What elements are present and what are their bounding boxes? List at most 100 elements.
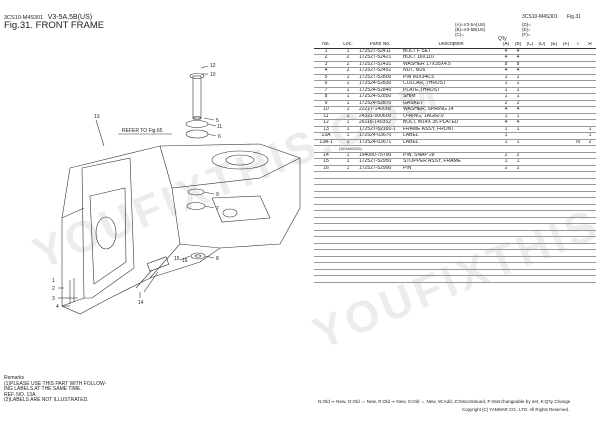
table-cell xyxy=(560,197,572,205)
table-cell xyxy=(512,243,524,250)
table-cell: 172527-52451 xyxy=(358,67,402,75)
table-cell: (3CM4S310) xyxy=(338,145,362,153)
table-cell: 1 xyxy=(338,158,358,166)
table-cell: 1 xyxy=(338,48,358,55)
table-cell xyxy=(338,269,358,276)
table-cell xyxy=(560,236,572,244)
col-qty-c: (C) xyxy=(524,42,536,49)
callout-9: 9 xyxy=(216,192,219,198)
table-cell xyxy=(548,139,560,146)
table-cell xyxy=(548,80,560,88)
table-cell: 1 xyxy=(338,80,358,88)
table-cell xyxy=(536,93,548,101)
table-cell: 4 xyxy=(512,67,524,75)
o-ring xyxy=(185,120,209,128)
table-row-empty xyxy=(314,171,596,179)
table-cell xyxy=(500,236,512,244)
table-cell xyxy=(584,152,596,159)
washer-16 xyxy=(190,252,206,260)
table-cell xyxy=(560,93,572,101)
table-cell: 26116-140352 xyxy=(358,119,402,127)
table-cell xyxy=(536,126,548,133)
table-cell xyxy=(536,217,548,224)
table-cell xyxy=(402,249,500,257)
table-cell xyxy=(536,256,548,263)
table-cell xyxy=(314,178,338,185)
table-cell xyxy=(560,158,572,166)
table-cell xyxy=(560,204,572,211)
table-cell: 1 xyxy=(500,126,512,133)
table-cell xyxy=(536,80,548,88)
table-cell xyxy=(584,184,596,192)
side-plate xyxy=(81,157,135,299)
table-cell xyxy=(314,204,338,211)
table-cell: 1 xyxy=(500,158,512,166)
table-cell xyxy=(358,236,402,244)
table-cell xyxy=(548,217,560,224)
table-cell: 8 xyxy=(500,61,512,68)
table-cell xyxy=(402,269,500,276)
table-cell xyxy=(402,184,500,192)
table-cell xyxy=(402,236,500,244)
table-cell xyxy=(548,171,560,179)
table-cell xyxy=(536,74,548,81)
table-row-empty xyxy=(314,275,596,283)
table-cell xyxy=(572,80,584,88)
table-cell: 8 xyxy=(314,93,338,101)
table-cell xyxy=(584,87,596,94)
table-cell xyxy=(524,100,536,107)
table-cell xyxy=(524,256,536,263)
table-cell xyxy=(572,178,584,185)
table-cell xyxy=(560,61,572,68)
table-cell xyxy=(584,243,596,250)
table-cell xyxy=(512,217,524,224)
table-cell xyxy=(548,132,560,140)
parts-table: No. Loc. Parts No. Description (A) (B) (… xyxy=(314,42,596,283)
callout-6: 6 xyxy=(218,134,221,140)
callout-10: 10 xyxy=(210,72,216,78)
qty-header: Q'ty xyxy=(498,36,507,42)
table-cell: N xyxy=(572,139,584,146)
table-cell xyxy=(338,210,358,218)
table-cell xyxy=(584,236,596,244)
table-row-empty xyxy=(314,243,596,250)
table-cell xyxy=(358,256,402,263)
right-model-code: 3CS10-M4S301 xyxy=(522,14,558,20)
table-cell xyxy=(338,178,358,185)
table-cell xyxy=(572,126,584,133)
table-cell xyxy=(512,236,524,244)
model-name: V3-5A,5B(US) xyxy=(47,14,93,21)
table-cell: 2 xyxy=(338,67,358,75)
table-cell xyxy=(338,217,358,224)
table-cell xyxy=(560,275,572,283)
extra-legend-d: (D)= xyxy=(522,22,531,27)
table-cell xyxy=(500,210,512,218)
table-cell: 1 xyxy=(338,119,358,127)
table-cell xyxy=(536,54,548,62)
table-cell xyxy=(500,178,512,185)
table-cell: 1 xyxy=(338,165,358,172)
table-cell xyxy=(548,67,560,75)
table-cell: BOLT F SET xyxy=(402,48,500,55)
table-cell xyxy=(402,243,500,250)
table-cell xyxy=(338,171,358,179)
table-cell xyxy=(314,236,338,244)
table-cell xyxy=(500,197,512,205)
table-cell xyxy=(536,197,548,205)
table-cell xyxy=(572,74,584,81)
callout-2: 2 xyxy=(52,286,55,292)
table-cell xyxy=(338,275,358,283)
table-row-empty xyxy=(314,269,596,276)
table-cell xyxy=(500,262,512,270)
table-row-empty xyxy=(314,262,596,270)
table-cell: 172524-52870 xyxy=(358,100,402,107)
table-cell xyxy=(572,197,584,205)
table-cell xyxy=(560,113,572,120)
table-cell xyxy=(402,256,500,263)
table-cell xyxy=(524,113,536,120)
table-cell: FRAME ASSY, FRONT xyxy=(402,126,500,133)
table-cell xyxy=(584,61,596,68)
table-cell: PIN xyxy=(402,165,500,172)
thrust-collar xyxy=(189,73,205,79)
